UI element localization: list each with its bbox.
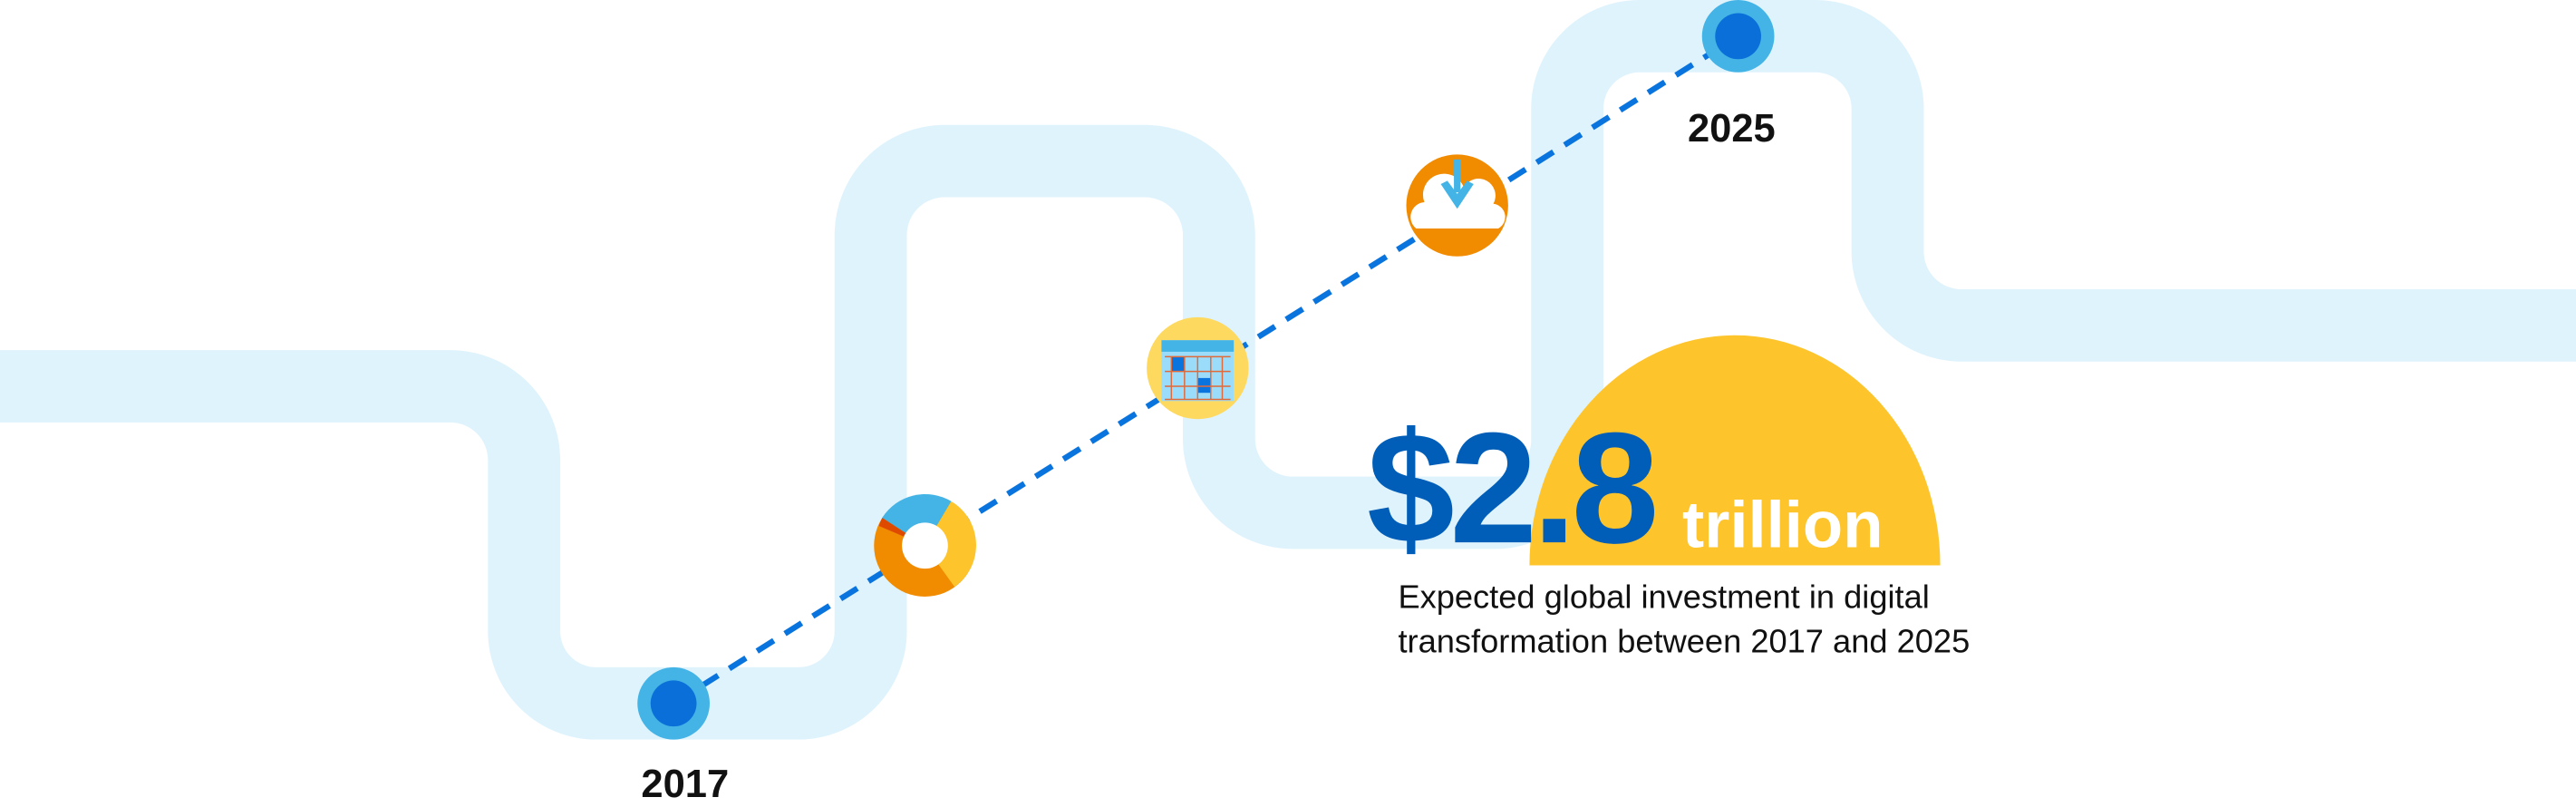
- stat-unit: trillion: [1682, 489, 1884, 562]
- stat-caption-line2: transformation between 2017 and 2025: [1398, 623, 1970, 660]
- stat-amount: $2.8: [1367, 399, 1655, 576]
- sun-semicircle: [1529, 335, 1941, 566]
- donut-chart-icon: [874, 493, 976, 597]
- end-year-label: 2025: [1688, 107, 1776, 151]
- calendar-icon: [1147, 316, 1249, 420]
- end-node-2025: [1701, 0, 1775, 73]
- cloud-download-icon: [1406, 154, 1508, 257]
- winding-road: [0, 0, 2576, 740]
- start-year-label: 2017: [641, 763, 729, 806]
- stat-caption-line1: Expected global investment in digital: [1398, 579, 1929, 616]
- start-node-2017: [637, 666, 710, 740]
